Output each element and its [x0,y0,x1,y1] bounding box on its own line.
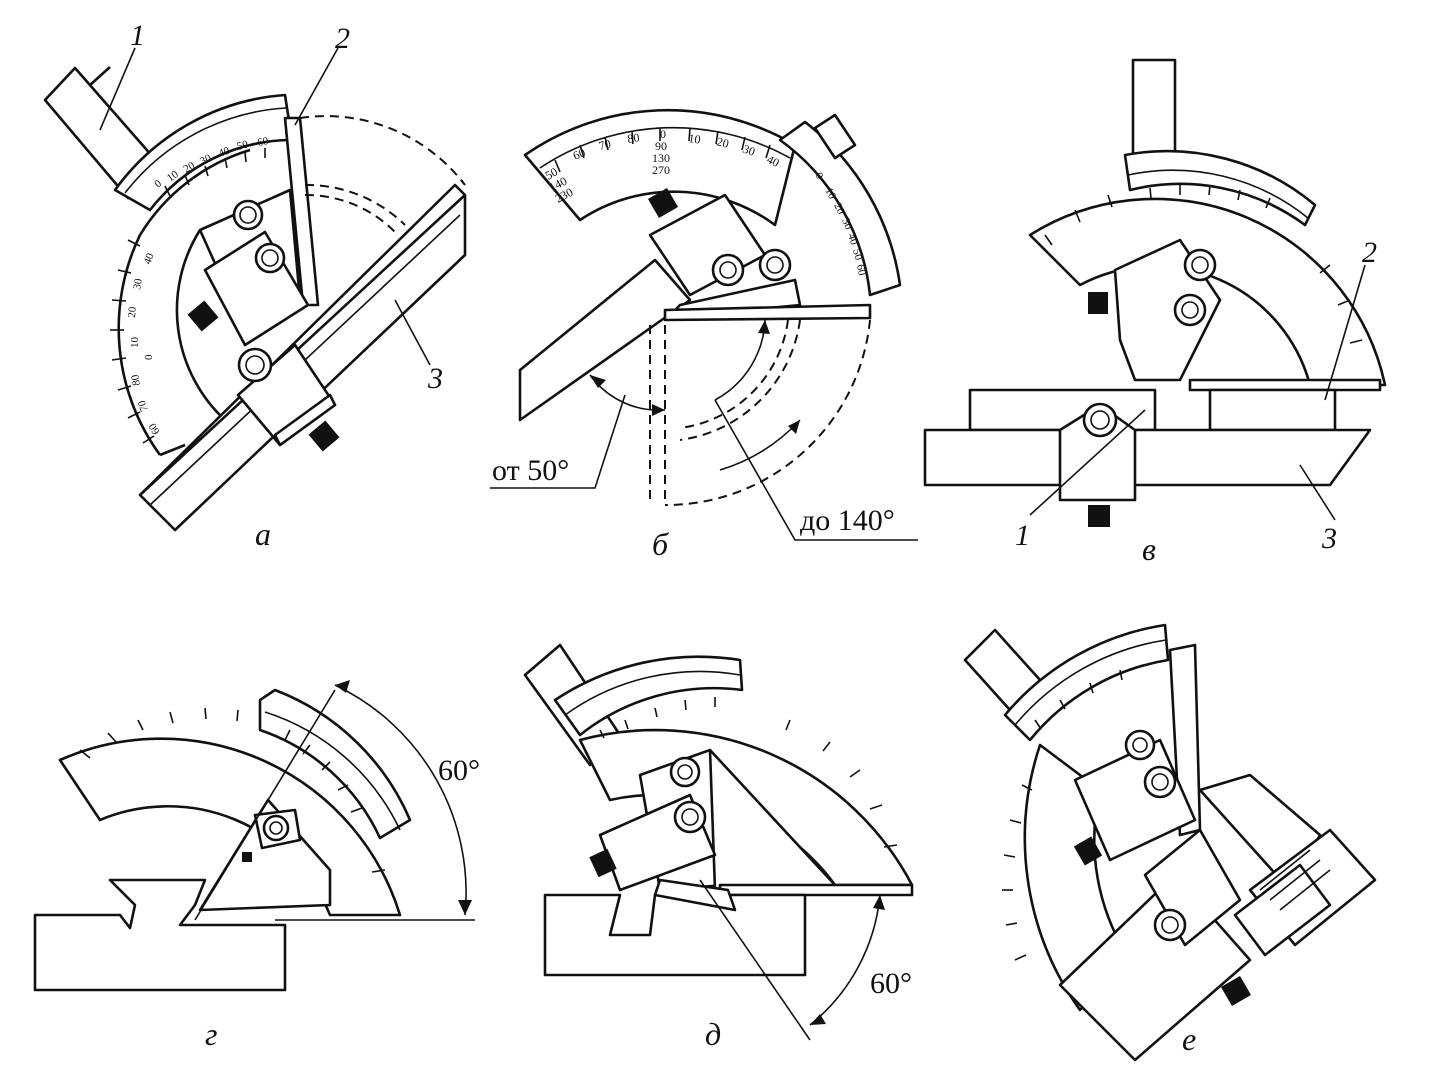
panel-g-label: г [205,1016,217,1052]
panel-e: е [963,623,1377,1062]
svg-text:90: 90 [655,139,667,153]
panel-b-vernier-numbers: 0 10 20 30 40 50 60 [812,171,867,277]
svg-text:30: 30 [131,277,145,290]
panel-d-angle: 60° [870,967,912,1000]
panel-v-callout-3: 3 [1321,522,1337,555]
svg-text:60: 60 [854,263,868,276]
svg-text:50: 50 [850,248,864,262]
svg-text:270: 270 [652,163,670,177]
panel-a-ticks [110,239,155,444]
svg-text:20: 20 [715,134,730,150]
panel-b-scale-numbers: 50 140 230 60 70 80 0 90 130 270 10 20 3… [543,127,782,206]
svg-text:50: 50 [543,165,560,183]
panel-b-label: б [652,526,669,562]
svg-text:40: 40 [845,232,860,247]
panel-a-callout-1: 1 [130,19,145,52]
svg-text:10: 10 [129,337,141,349]
svg-text:70: 70 [597,136,612,153]
panel-g-angle: 60° [438,754,480,787]
svg-text:70: 70 [136,398,151,413]
svg-text:30: 30 [741,142,757,159]
panel-v-callout-1: 1 [1015,519,1030,552]
svg-text:60: 60 [571,145,587,162]
panel-b: 50 140 230 60 70 80 0 90 130 270 10 20 3… [490,108,918,562]
svg-text:0: 0 [660,127,666,141]
panel-a: 0 10 20 30 40 50 60 40 30 20 10 0 80 70 … [43,19,467,552]
panel-a-scale-numbers: 40 30 20 10 0 80 70 60 [126,251,163,436]
svg-text:20: 20 [126,306,139,319]
panel-g: 60° г [33,680,480,1052]
panel-b-angle-from: от 50° [492,454,569,487]
svg-text:60: 60 [146,421,162,437]
svg-text:40: 40 [217,145,232,160]
panel-v-label: в [1142,531,1156,567]
panel-e-label: е [1182,1021,1196,1057]
svg-text:80: 80 [129,373,143,386]
svg-text:80: 80 [626,130,640,146]
panel-a-label: а [255,516,271,552]
svg-text:40: 40 [142,251,157,266]
panel-b-angle-to: до 140° [800,504,895,537]
panel-d: 60° д [523,643,914,1052]
panel-d-label: д [705,1016,721,1052]
svg-text:130: 130 [652,151,670,165]
svg-text:50: 50 [236,138,250,153]
svg-text:40: 40 [765,152,782,170]
svg-text:20: 20 [831,201,847,216]
panel-v-callout-2: 2 [1362,236,1377,269]
svg-text:10: 10 [688,131,702,147]
svg-text:0: 0 [812,171,825,182]
svg-text:60: 60 [256,135,269,149]
panel-a-callout-3: 3 [427,362,443,395]
panel-a-callout-2: 2 [335,22,350,55]
svg-text:30: 30 [839,217,854,232]
svg-text:30: 30 [198,152,213,168]
svg-text:0: 0 [143,354,155,360]
panel-v: 1 2 3 в [923,58,1387,567]
